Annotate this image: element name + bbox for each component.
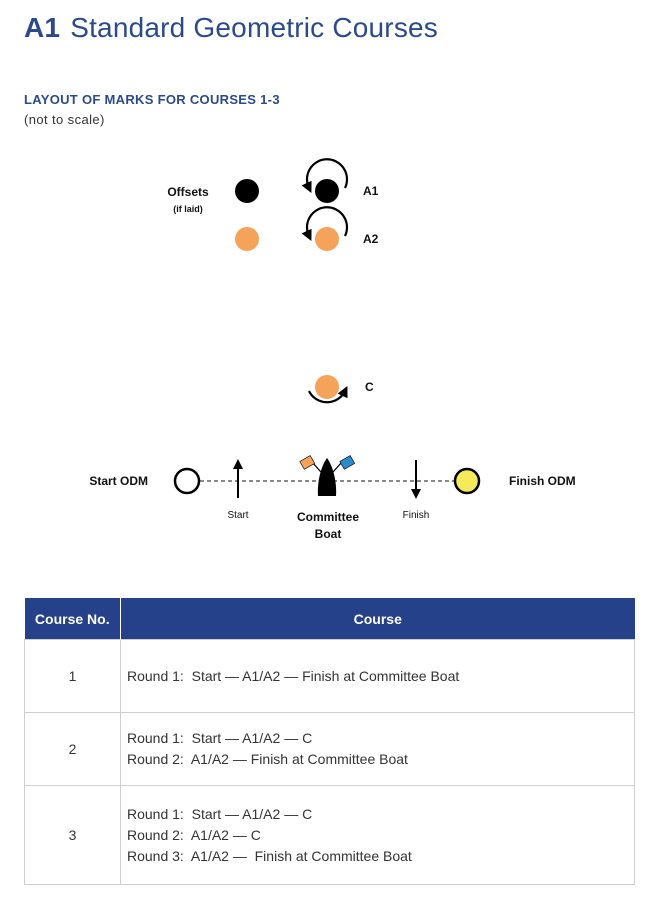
course-description: Round 1: Start — A1/A2 — Finish at Commi… — [120, 639, 635, 713]
committee-boat-label-line2: Boat — [315, 527, 342, 541]
c-rounding-arrow-icon — [308, 386, 348, 404]
course-line: Round 1: Start — A1/A2 — C — [127, 730, 313, 746]
a1-rounding-arrow-icon — [301, 158, 349, 193]
course-number: 1 — [24, 639, 121, 713]
mark-c — [315, 375, 339, 399]
course-line: Round 2: A1/A2 — C — [127, 826, 261, 843]
col-header-course: Course — [120, 598, 635, 640]
start-label: Start — [227, 510, 248, 521]
course-layout-diagram: Offsets (if laid) A1 A2 C Start ODM Star… — [89, 158, 576, 541]
start-odm-mark — [173, 467, 201, 495]
start-odm-label: Start ODM — [89, 474, 148, 488]
mark-a1-label: A1 — [363, 184, 379, 198]
committee-boat-label-line1: Committee — [297, 510, 359, 524]
page-title: A1 Standard Geometric Courses — [24, 12, 438, 44]
offset-mark-orange — [235, 227, 259, 251]
table-row: 1 Round 1: Start — A1/A2 — Finish at Com… — [24, 639, 635, 713]
section-title: Standard Geometric Courses — [70, 12, 439, 43]
course-description: Round 1: Start — A1/A2 — C Round 2: A1/A… — [120, 785, 635, 885]
mark-a1 — [315, 179, 339, 203]
finish-odm-label: Finish ODM — [509, 474, 576, 488]
a2-rounding-arrow-icon — [301, 206, 349, 241]
course-line: Round 1: Start — A1/A2 — C — [127, 805, 313, 822]
table-header-row: Course No. Course — [24, 598, 635, 640]
course-line: Round 1: Start — A1/A2 — Finish at Commi… — [127, 667, 460, 684]
offsets-sublabel: (if laid) — [173, 204, 203, 214]
scale-note: (not to scale) — [24, 112, 105, 127]
mark-a2 — [315, 227, 339, 251]
committee-boat-icon — [299, 455, 356, 496]
course-description: Round 1: Start — A1/A2 — C Round 2: A1/A… — [120, 712, 635, 786]
col-header-course-no: Course No. — [24, 598, 121, 640]
mark-a2-label: A2 — [363, 232, 379, 246]
offsets-label: Offsets — [167, 185, 209, 199]
course-line: Round 3: A1/A2 — Finish at Committee Boa… — [127, 847, 412, 864]
offset-mark-black — [235, 179, 259, 203]
course-number: 3 — [24, 785, 121, 885]
course-line: Round 2: A1/A2 — Finish at Committee Boa… — [127, 751, 408, 767]
finish-label: Finish — [403, 510, 430, 521]
mark-c-label: C — [365, 380, 374, 394]
layout-subheading: LAYOUT OF MARKS FOR COURSES 1-3 — [24, 92, 280, 107]
table-row: 3 Round 1: Start — A1/A2 — C Round 2: A1… — [24, 785, 635, 885]
courses-table: Course No. Course 1 Round 1: Start — A1/… — [24, 598, 635, 885]
section-code: A1 — [24, 12, 61, 43]
table-row: 2 Round 1: Start — A1/A2 — C Round 2: A1… — [24, 712, 635, 786]
course-number: 2 — [24, 712, 121, 786]
finish-odm-mark — [453, 467, 481, 495]
